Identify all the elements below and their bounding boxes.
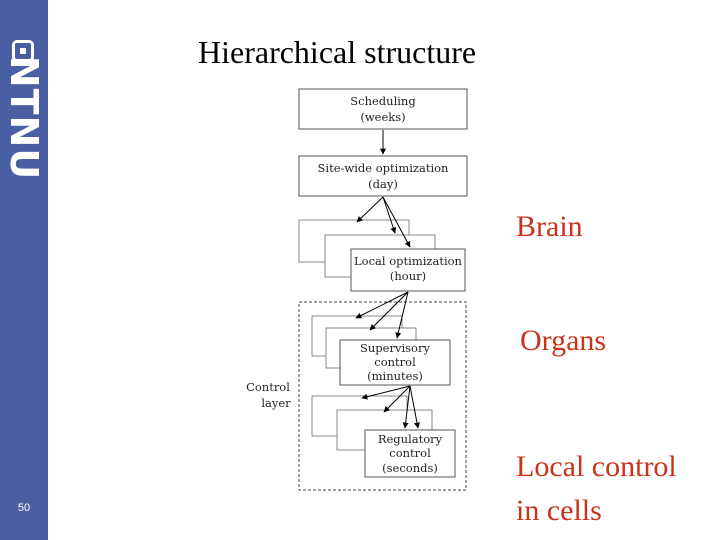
arrow xyxy=(382,196,411,248)
brain-annotation: Brain xyxy=(516,210,583,243)
brand-name: NTNU xyxy=(2,55,46,181)
arrow xyxy=(355,291,409,319)
arrow xyxy=(369,291,409,331)
local-opt-label: Local optimization xyxy=(354,254,462,268)
arrow xyxy=(356,196,384,223)
slide-title: Hierarchical structure xyxy=(198,34,477,70)
local-opt-period: (hour) xyxy=(390,269,426,283)
site-wide-period: (day) xyxy=(368,177,398,191)
control-layer-region xyxy=(298,301,467,491)
supervisory-period: (minutes) xyxy=(367,369,423,383)
control-layer-label: Control xyxy=(246,380,290,394)
arrow xyxy=(361,385,411,400)
site-wide-label: Site-wide optimization xyxy=(318,161,450,175)
control-layer-label-2: layer xyxy=(261,396,291,410)
supervisory-box xyxy=(339,339,451,386)
ntnu-logo-icon xyxy=(12,40,34,62)
scheduling-period: (weeks) xyxy=(360,110,405,124)
supervisory-label-2: control xyxy=(374,355,416,369)
hierarchy-diagram: Scheduling (weeks) Site-wide optimizatio… xyxy=(246,88,468,491)
arrow xyxy=(409,385,420,429)
arrow xyxy=(382,196,397,234)
scheduling-label: Scheduling xyxy=(350,94,416,108)
arrow xyxy=(402,385,411,429)
ntnu-sidebar: NTNU 50 xyxy=(0,0,48,540)
scheduling-box xyxy=(298,88,468,130)
organs-annotation: Organs xyxy=(520,324,607,357)
supervisory-label: Supervisory xyxy=(360,341,430,355)
regulatory-label-2: control xyxy=(389,446,431,460)
page-number: 50 xyxy=(17,502,31,514)
local-opt-box xyxy=(350,248,466,292)
local-control-annotation-2: in cells xyxy=(516,494,602,527)
arrow xyxy=(383,385,411,413)
regulatory-period: (seconds) xyxy=(382,461,438,475)
arrow xyxy=(395,291,409,339)
site-wide-box xyxy=(298,155,468,197)
regulatory-box xyxy=(364,429,456,478)
regulatory-label: Regulatory xyxy=(378,432,443,446)
local-control-annotation: Local control xyxy=(516,450,677,483)
